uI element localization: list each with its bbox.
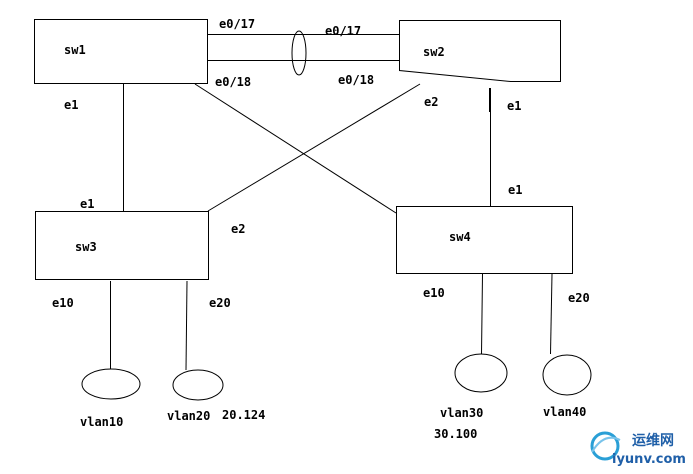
host-vlan20 [172, 369, 224, 401]
host-vlan10-label: vlan10 [80, 415, 124, 429]
watermark-logo-icon [590, 431, 621, 461]
watermark-name: 运维网 [632, 433, 674, 449]
port-sw4-e1: e1 [508, 183, 523, 197]
host-vlan40 [542, 354, 592, 396]
switch-sw3-name: sw3 [75, 240, 97, 254]
port-sw1-e018: e0/18 [215, 75, 252, 89]
port-sw2-e018: e0/18 [338, 73, 375, 87]
port-sw2-e017: e0/17 [325, 24, 362, 38]
port-sw1-e1: e1 [64, 98, 79, 112]
port-sw3-e2: e2 [231, 222, 246, 236]
port-sw2-e2: e2 [424, 95, 439, 109]
port-sw1-e017: e0/17 [219, 17, 256, 31]
switch-sw2-box [399, 20, 561, 82]
etherchannel-bundle-mark [291, 30, 307, 76]
watermark-url: iyunv.com [612, 452, 686, 467]
host-vlan20-ip: 20.124 [222, 408, 266, 422]
switch-sw2-name: sw2 [423, 45, 445, 59]
port-sw4-e10: e10 [423, 286, 445, 300]
host-vlan10 [81, 368, 141, 400]
switch-sw4-box [396, 206, 573, 274]
port-sw4-e20: e20 [568, 291, 590, 305]
port-sw3-e1: e1 [80, 197, 95, 211]
host-vlan20-label: vlan20 [167, 409, 211, 423]
port-sw3-e10: e10 [52, 296, 74, 310]
host-vlan30 [454, 353, 508, 393]
host-vlan40-label: vlan40 [543, 405, 587, 419]
link-sw4-vlan30 [481, 273, 483, 355]
link-sw2-sw3 [207, 83, 421, 212]
port-sw2-e1: e1 [507, 99, 522, 113]
switch-sw3-box [35, 211, 209, 280]
host-vlan30-ip: 30.100 [434, 427, 478, 441]
switch-sw1-name: sw1 [64, 43, 86, 57]
link-sw3-vlan20 [185, 280, 188, 371]
port-sw3-e20: e20 [209, 296, 231, 310]
link-sw4-vlan40 [550, 273, 553, 355]
switch-sw4-name: sw4 [449, 230, 471, 244]
switch-sw1-box [34, 19, 208, 84]
link-sw1-sw4 [194, 83, 397, 214]
host-vlan30-label: vlan30 [440, 406, 484, 420]
